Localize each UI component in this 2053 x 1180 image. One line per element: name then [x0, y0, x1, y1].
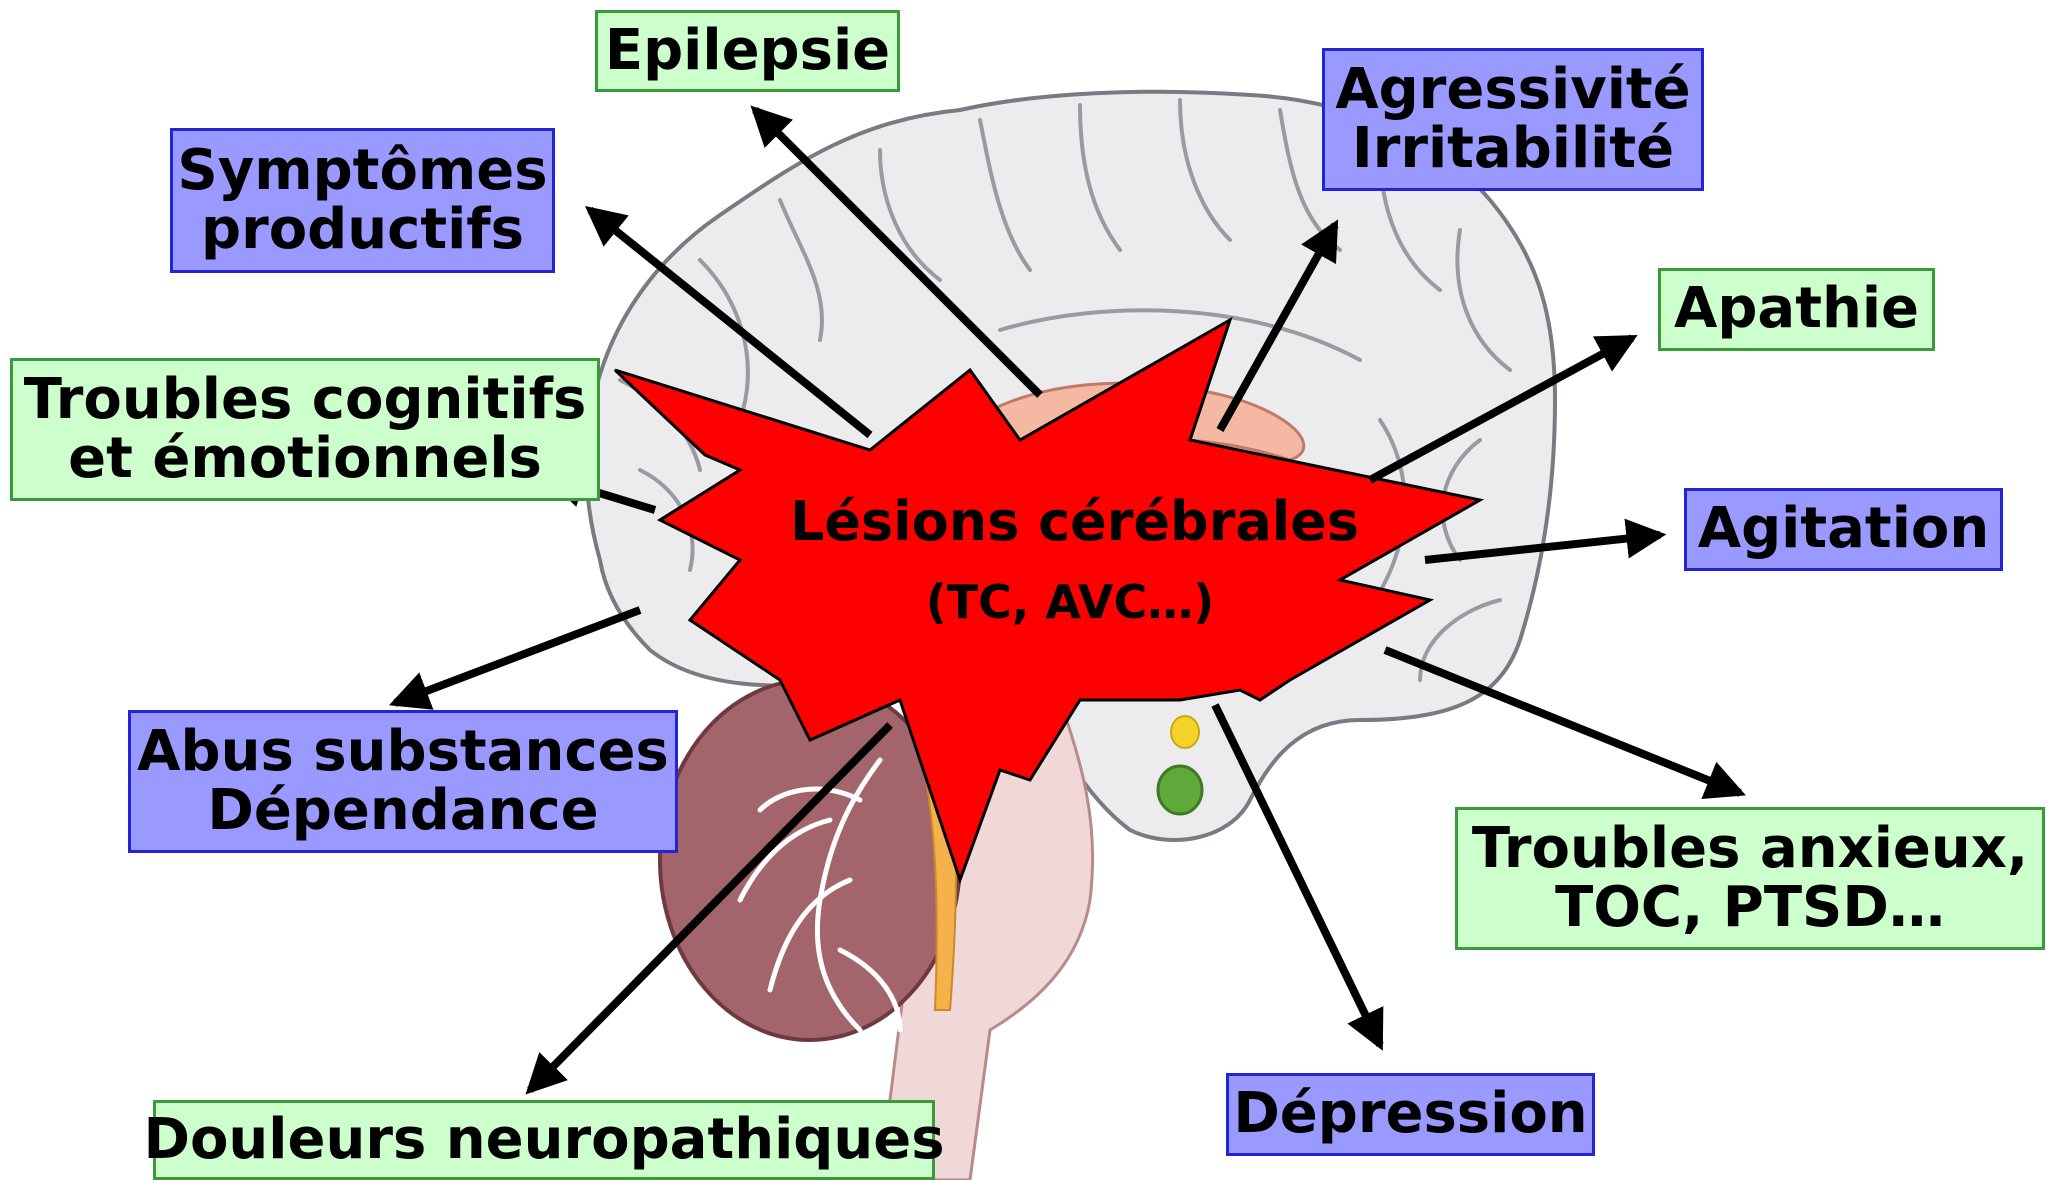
label-line: Agressivité [1335, 61, 1690, 120]
label-abus-substances: Abus substances Dépendance [128, 710, 678, 853]
label-line: Apathie [1674, 280, 1919, 339]
label-agitation: Agitation [1684, 488, 2003, 571]
label-line: productifs [201, 201, 524, 260]
label-douleurs: Douleurs neuropathiques [153, 1100, 935, 1180]
label-troubles-anxieux: Troubles anxieux, TOC, PTSD… [1455, 807, 2045, 950]
pituitary [1171, 716, 1199, 748]
label-line: Symptômes [177, 142, 547, 201]
amygdala [1158, 766, 1202, 814]
arrow-troubles-anxieux [1385, 650, 1740, 793]
label-symptomes: Symptômes productifs [170, 128, 555, 273]
label-line: Epilepsie [605, 22, 890, 81]
center-subtitle: (TC, AVC…) [840, 575, 1300, 629]
label-apathie: Apathie [1658, 268, 1935, 351]
label-line: Troubles cognitifs [24, 371, 587, 430]
label-line: TOC, PTSD… [1555, 879, 1945, 938]
label-line: et émotionnels [68, 430, 542, 489]
label-epilepsie: Epilepsie [595, 10, 900, 92]
arrow-abus [395, 610, 640, 703]
label-line: Agitation [1698, 500, 1989, 559]
label-line: Irritabilité [1352, 120, 1674, 179]
center-title: Lésions cérébrales [790, 490, 1350, 553]
label-troubles-cognitifs: Troubles cognitifs et émotionnels [10, 358, 600, 501]
label-line: Dépression [1233, 1085, 1587, 1144]
arrow-depression [1215, 705, 1380, 1045]
label-depression: Dépression [1226, 1073, 1595, 1156]
label-line: Dépendance [207, 782, 598, 841]
label-line: Abus substances [137, 723, 669, 782]
label-line: Douleurs neuropathiques [143, 1111, 944, 1170]
label-agressivite: Agressivité Irritabilité [1322, 48, 1704, 191]
label-line: Troubles anxieux, [1472, 820, 2028, 879]
